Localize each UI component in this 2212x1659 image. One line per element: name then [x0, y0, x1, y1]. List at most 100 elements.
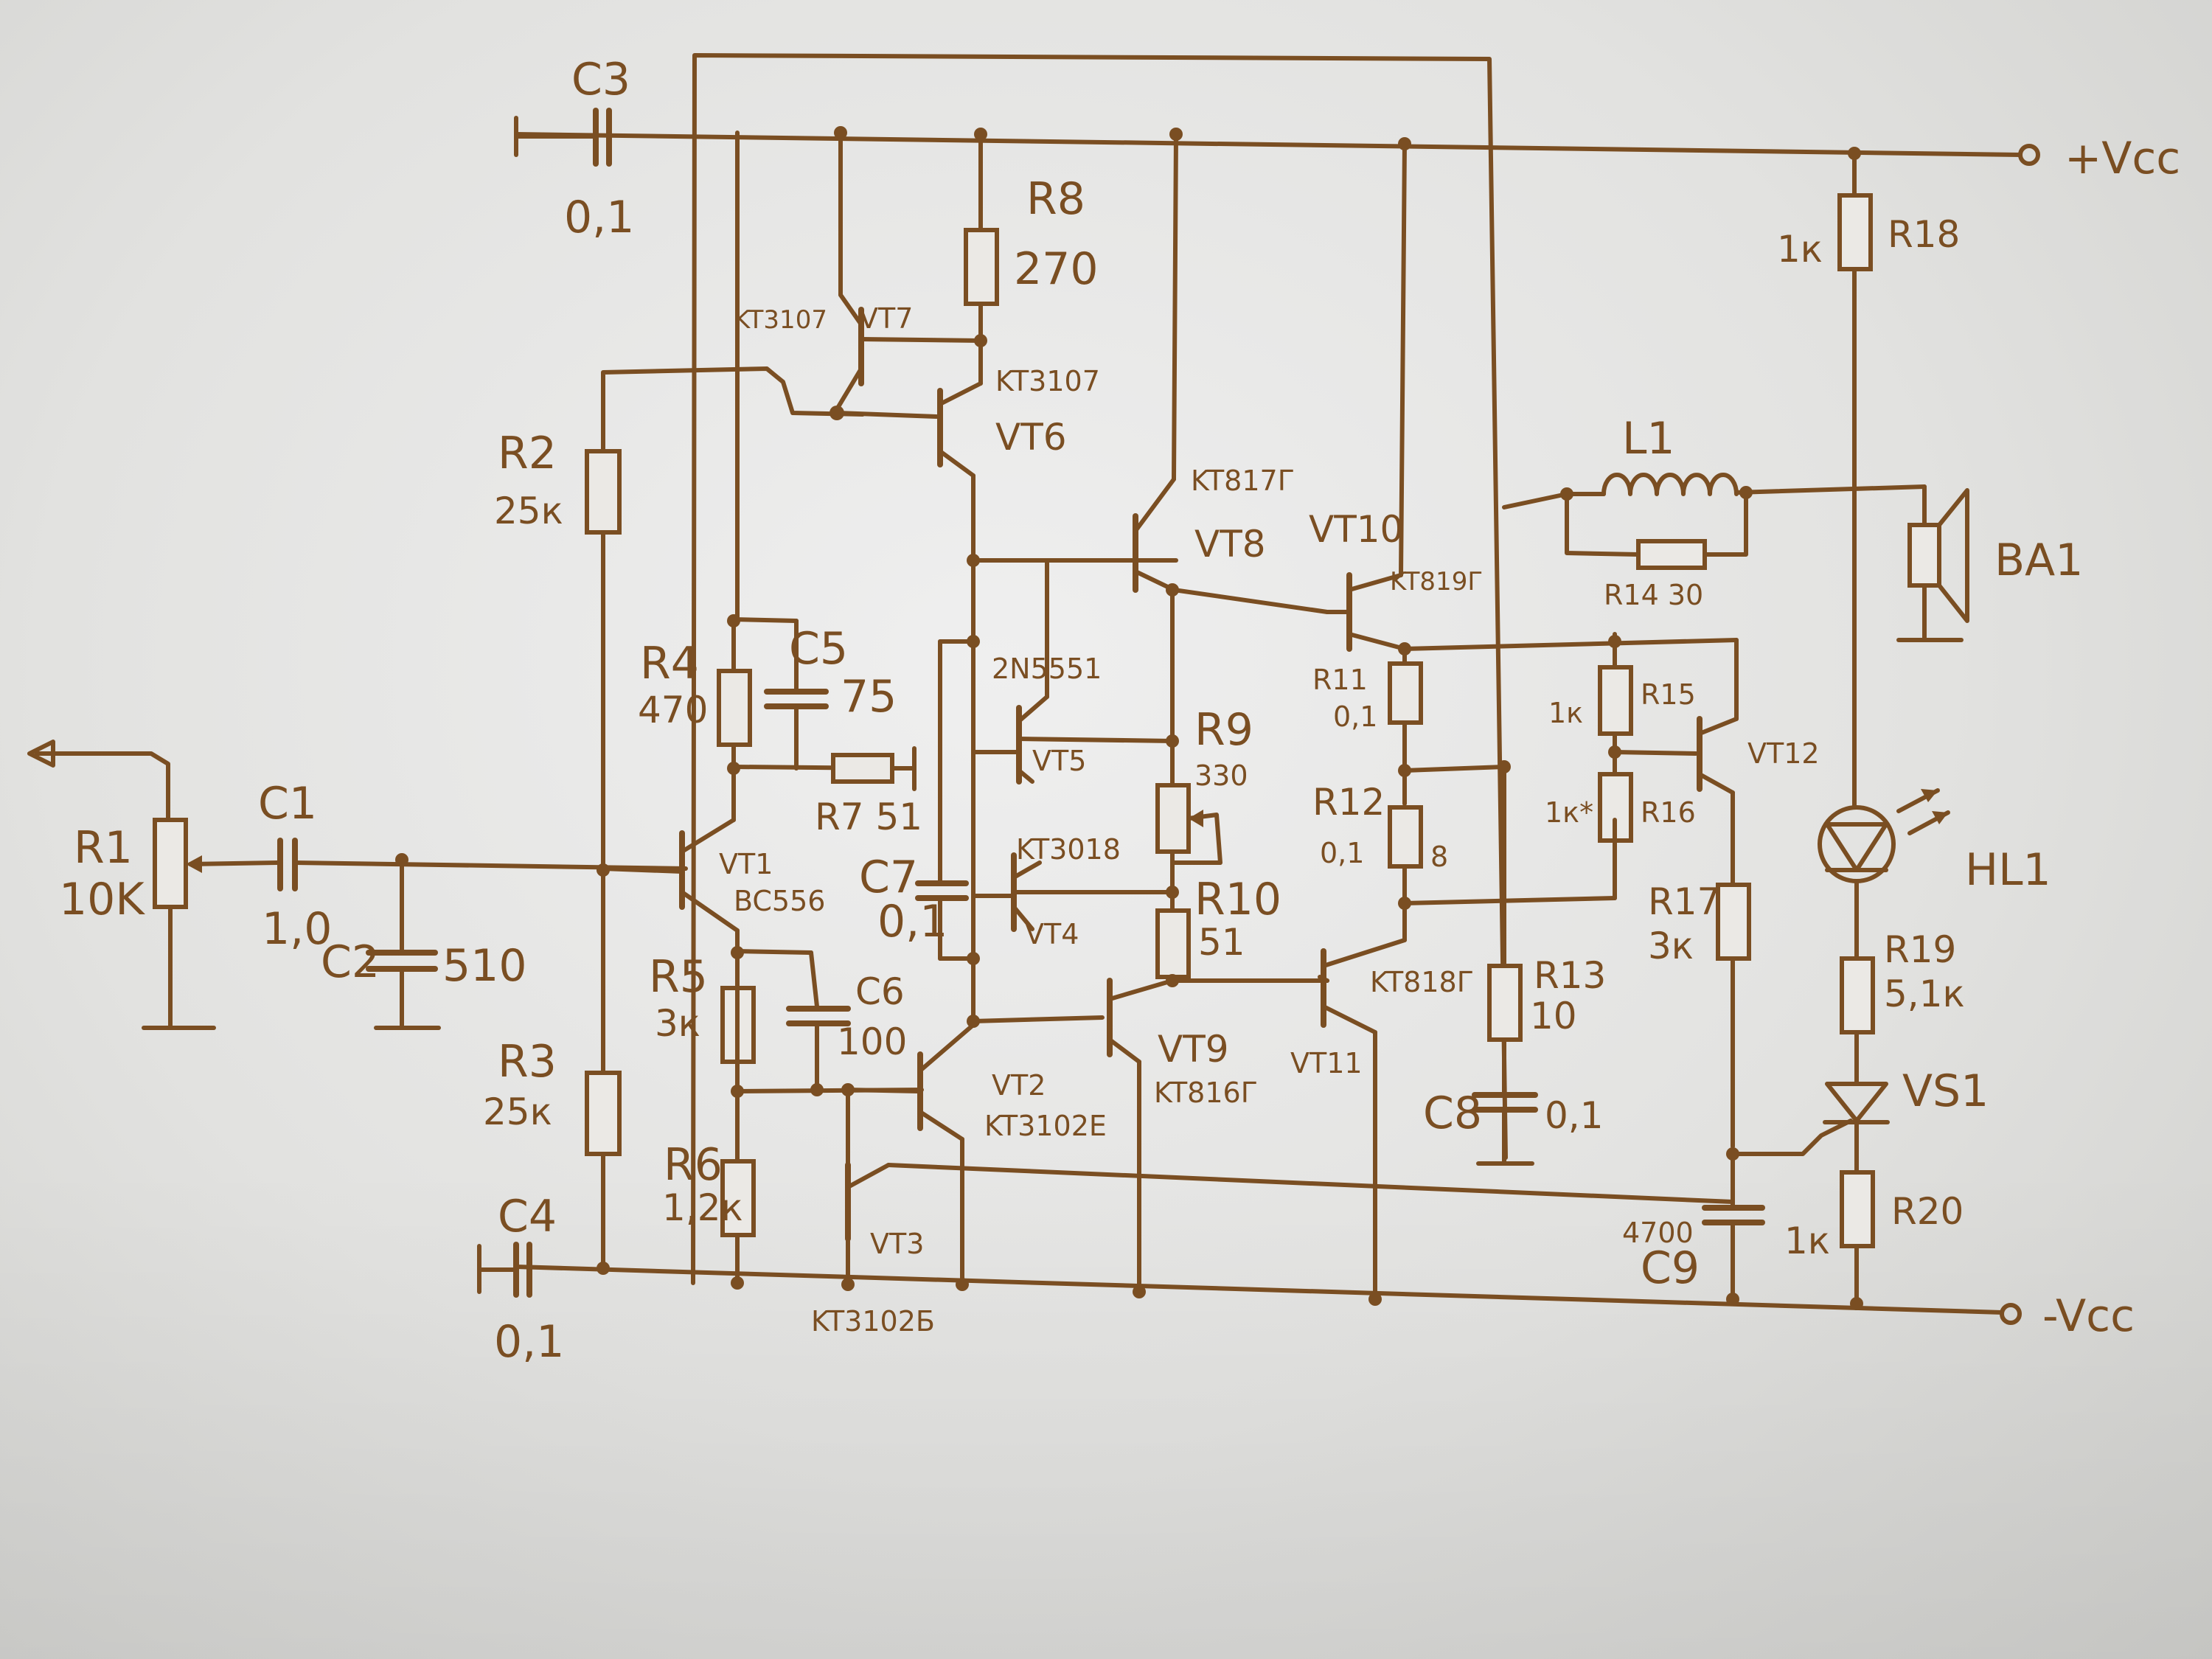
- vt4-label: VT4: [1025, 918, 1079, 950]
- r5-value: 3к: [655, 1002, 700, 1045]
- r19-resistor: [1840, 956, 1875, 1086]
- vt9-transistor: [967, 974, 1329, 1298]
- vt6-label: VT6: [995, 416, 1067, 459]
- vt1-type: BC556: [734, 885, 825, 917]
- c5-label: C5: [789, 623, 848, 675]
- hl1-led: [1818, 788, 1950, 961]
- c6-value: 100: [837, 1020, 907, 1063]
- vt1-label: VT1: [719, 848, 773, 880]
- vs1-label: VS1: [1902, 1065, 1989, 1117]
- vt8-label: VT8: [1194, 523, 1266, 566]
- r4-label: R4: [640, 638, 699, 689]
- c2-label: C2: [321, 936, 380, 988]
- c3-label: C3: [571, 54, 630, 105]
- r4-value: 470: [638, 689, 708, 731]
- c2-value: 510: [442, 940, 527, 992]
- l1-label: L1: [1622, 413, 1675, 465]
- vt8-transistor: [1133, 128, 1329, 614]
- c8-value: 0,1: [1545, 1094, 1604, 1137]
- r12-resistor: [1388, 764, 1423, 942]
- c3-capacitor: [514, 108, 612, 167]
- neg-rail-label: -Vcc: [2042, 1290, 2135, 1342]
- r8-label: R8: [1026, 173, 1085, 225]
- r17-resistor: [1716, 883, 1853, 1161]
- vt7-label: VT7: [859, 302, 913, 335]
- r13-value: 10: [1530, 995, 1577, 1037]
- c9-capacitor: [1702, 1152, 1765, 1306]
- vt2-label: VT2: [992, 1069, 1046, 1102]
- vt8-type: KT817Г: [1191, 465, 1295, 497]
- r14-label: R14 30: [1604, 579, 1703, 611]
- r18-resistor: [1837, 147, 1873, 810]
- r13-resistor: [1487, 765, 1523, 1095]
- r15-resistor: [1598, 632, 1698, 799]
- r1-value: 10K: [59, 874, 145, 925]
- vt6-type: KT3107: [995, 365, 1100, 397]
- c4-label: C4: [498, 1191, 557, 1242]
- c8-label: C8: [1423, 1088, 1482, 1139]
- r17-label: R17: [1648, 880, 1720, 923]
- r2-value: 25к: [494, 490, 563, 532]
- r4-resistor: [717, 131, 902, 775]
- vt10-type: KT819Г: [1390, 567, 1483, 597]
- input-terminal: [27, 740, 170, 822]
- top-feedback-wire: [691, 53, 1508, 1285]
- r7-label: R7 51: [815, 796, 922, 838]
- ba1-label: BA1: [1994, 535, 2083, 586]
- vt10-transistor: [1325, 137, 1411, 652]
- vt1-transistor: [601, 750, 740, 983]
- vt5-type: 2N5551: [992, 653, 1102, 685]
- r7-resistor: [831, 746, 917, 791]
- r8-value: 270: [1014, 243, 1099, 295]
- l1-inductor: [1502, 473, 1927, 509]
- c3-value: 0,1: [564, 192, 634, 243]
- r1-label: R1: [74, 822, 133, 874]
- c7-value: 0,1: [877, 896, 947, 947]
- vt9-type: KT816Г: [1154, 1077, 1258, 1109]
- r5-label: R5: [649, 951, 708, 1003]
- c7-label: C7: [859, 852, 918, 903]
- r16-resistor: [1598, 772, 1633, 843]
- vt12-transistor: [1697, 638, 1739, 887]
- r10-resistor: [1155, 908, 1191, 983]
- vt2-transistor: [841, 1019, 975, 1291]
- vt3-type: KT3102Б: [811, 1305, 935, 1338]
- r19-label: R19: [1884, 928, 1956, 971]
- vs1-thyristor: [1823, 1082, 1890, 1175]
- vt11-label: VT11: [1290, 1047, 1363, 1079]
- vt10-label: VT10: [1309, 508, 1403, 551]
- vt4-type: KT3018: [1016, 833, 1121, 866]
- r3-value: 25к: [483, 1091, 552, 1133]
- r3-resistor: [585, 863, 622, 1275]
- r9-value: 330: [1194, 759, 1248, 792]
- r12-value: 0,1: [1320, 837, 1364, 869]
- pos-rail-label: +Vcc: [2065, 133, 2180, 184]
- r6-label: R6: [664, 1139, 723, 1191]
- r17-value: 3к: [1648, 925, 1694, 967]
- c1-value: 1,0: [262, 903, 332, 955]
- c6-capacitor: [786, 950, 851, 1096]
- r15-label: R15: [1641, 678, 1696, 711]
- vt7-type: KT3107: [734, 305, 827, 335]
- c9-label: C9: [1641, 1242, 1700, 1294]
- c5-capacitor: [764, 619, 829, 771]
- c6-label: C6: [855, 970, 905, 1013]
- r18-label: R18: [1888, 213, 1960, 256]
- r20-label: R20: [1891, 1190, 1964, 1233]
- r15-value: 1к: [1548, 697, 1583, 729]
- r10-value: 51: [1198, 921, 1245, 964]
- r16-value: 1к*: [1545, 796, 1593, 829]
- vt5-transistor: [971, 558, 1179, 785]
- vt12-label: VT12: [1747, 737, 1820, 770]
- r6-resistor: [720, 1159, 756, 1290]
- r9-potentiometer: [1155, 588, 1222, 931]
- vt5-label: VT5: [1032, 745, 1086, 777]
- bias-chain: [915, 554, 1178, 1023]
- r11-value: 0,1: [1333, 700, 1377, 733]
- r3-label: R3: [498, 1036, 557, 1088]
- c8-capacitor: [1472, 1092, 1538, 1166]
- vt11-type: KT818Г: [1370, 966, 1474, 998]
- r19-value: 5,1к: [1884, 973, 1965, 1015]
